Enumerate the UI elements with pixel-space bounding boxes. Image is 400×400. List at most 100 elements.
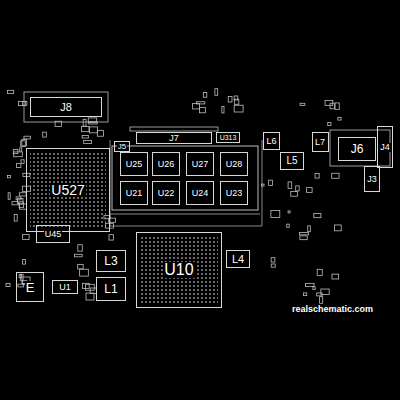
- reference-designator: J3: [366, 175, 378, 184]
- reference-designator: L6: [265, 137, 277, 146]
- smd-pad: [307, 188, 312, 193]
- reference-designator: U27: [191, 160, 210, 169]
- component-outline: L7: [312, 132, 329, 152]
- reference-designator: U22: [157, 189, 176, 198]
- smd-pad: [7, 90, 13, 93]
- smd-pad: [20, 148, 22, 151]
- reference-designator: E: [25, 281, 36, 294]
- component-outline: J7: [136, 132, 212, 144]
- component-outline: U45: [36, 225, 70, 243]
- smd-pad: [88, 118, 96, 123]
- smd-pad: [89, 127, 97, 133]
- memory-outline: [112, 146, 258, 210]
- component-outline: J3: [364, 166, 380, 192]
- component-outline: U23: [220, 181, 248, 205]
- smd-pad: [315, 173, 319, 178]
- component-outline: L1: [96, 277, 126, 301]
- smd-pad: [55, 121, 61, 126]
- reference-designator: U21: [125, 189, 144, 198]
- component-outline: J4: [377, 126, 393, 168]
- smd-pad: [203, 92, 206, 97]
- smd-pad: [271, 258, 275, 262]
- smd-pad: [330, 103, 334, 109]
- smd-pad: [17, 164, 21, 168]
- component-outline: U25: [120, 152, 148, 176]
- reference-designator: J7: [168, 134, 180, 143]
- smd-pad: [83, 119, 86, 126]
- smd-pad: [303, 293, 306, 296]
- reference-designator: J8: [59, 102, 73, 113]
- smd-pad: [86, 293, 94, 300]
- smd-pad: [234, 105, 243, 112]
- smd-pad: [288, 182, 292, 189]
- smd-pad: [215, 89, 218, 96]
- smd-pad: [22, 102, 27, 106]
- component-outline: L5: [280, 152, 304, 170]
- smd-pad: [271, 264, 275, 267]
- smd-pad: [222, 106, 224, 113]
- reference-designator: U1: [58, 283, 72, 292]
- smd-pad: [18, 284, 24, 287]
- smd-pad: [296, 186, 299, 191]
- smd-pad: [300, 236, 307, 240]
- component-outline: U21: [120, 181, 148, 205]
- smd-pad: [269, 180, 273, 185]
- smd-pad: [13, 150, 18, 154]
- smd-pad: [78, 245, 82, 251]
- component-outline: U10: [136, 232, 222, 308]
- component-outline: U24: [186, 181, 214, 205]
- watermark: realschematic.com: [292, 305, 373, 314]
- smd-pad: [81, 126, 89, 131]
- reference-designator: U25: [125, 160, 144, 169]
- reference-designator: U10: [163, 262, 194, 278]
- smd-pad: [23, 235, 30, 240]
- smd-pad: [306, 283, 314, 286]
- smd-pad: [291, 192, 298, 197]
- smd-pad: [335, 225, 342, 231]
- reference-designator: U24: [191, 189, 210, 198]
- reference-designator: U527: [50, 183, 85, 197]
- reference-designator: L4: [231, 254, 245, 265]
- trace: [262, 140, 263, 226]
- reference-designator: U23: [225, 189, 244, 198]
- smd-pad: [22, 139, 27, 145]
- smd-pad: [199, 107, 205, 112]
- component-outline: L4: [226, 250, 250, 268]
- component-outline: U1: [52, 280, 78, 294]
- smd-pad: [97, 130, 103, 136]
- smd-pad: [8, 193, 10, 200]
- smd-pad: [7, 175, 10, 177]
- smd-pad: [234, 99, 238, 104]
- reference-designator: U45: [44, 230, 63, 239]
- component-outline: U22: [152, 181, 180, 205]
- trace: [110, 214, 260, 215]
- smd-pad: [308, 226, 311, 232]
- trace: [110, 226, 262, 227]
- smd-pad: [261, 184, 264, 186]
- connector-outline: [24, 92, 108, 122]
- smd-pad: [75, 254, 83, 257]
- smd-pad: [228, 96, 232, 102]
- smd-pad: [43, 132, 47, 137]
- reference-designator: U28: [225, 160, 244, 169]
- component-outline: U28: [220, 152, 248, 176]
- smd-pad: [287, 224, 289, 227]
- smd-pad: [78, 264, 83, 268]
- smd-pad: [313, 287, 315, 290]
- smd-pad: [321, 289, 329, 294]
- smd-pad: [328, 122, 331, 125]
- smd-pad: [197, 102, 205, 104]
- component-outline: U26: [152, 152, 180, 176]
- component-outline: J8: [30, 97, 102, 117]
- reference-designator: L3: [103, 255, 118, 267]
- component-outline: L3: [96, 250, 126, 272]
- smd-pad: [24, 136, 30, 139]
- connector-outline: [330, 130, 390, 166]
- component-outline: U27: [186, 152, 214, 176]
- component-outline: U527: [26, 148, 110, 232]
- component-outline: J5: [114, 141, 130, 152]
- reference-designator: L1: [103, 283, 118, 295]
- smd-pad: [335, 103, 339, 110]
- smd-pad: [14, 215, 17, 222]
- smd-pad: [6, 283, 10, 286]
